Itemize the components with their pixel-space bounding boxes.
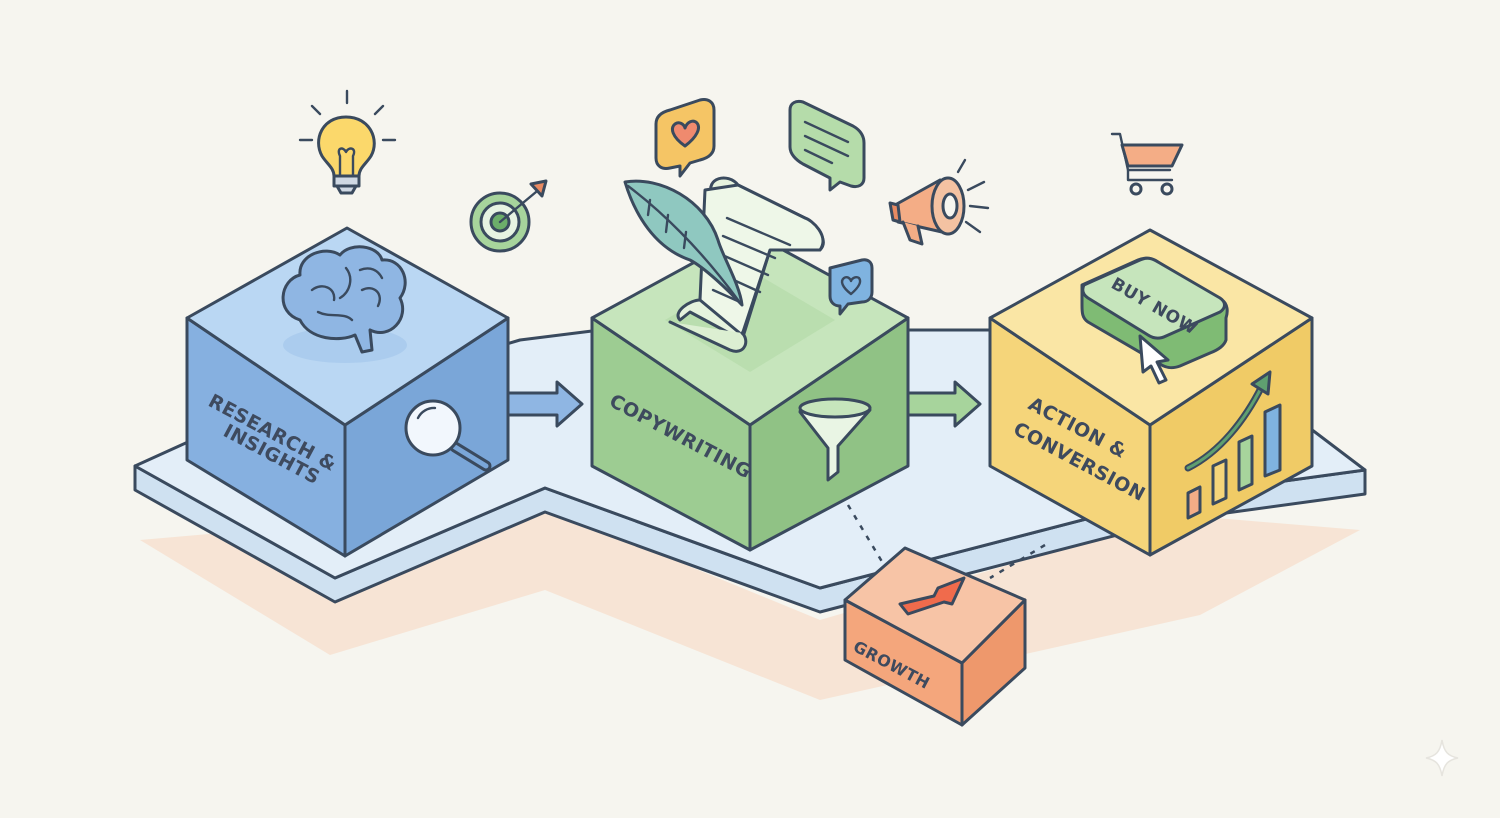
arrow-copy-to-action <box>900 380 982 428</box>
arrow-research-to-copy <box>503 380 584 428</box>
chat-bubble-icon <box>788 99 866 192</box>
magnifier-icon <box>404 399 492 472</box>
growth-connector <box>846 504 1046 580</box>
heart-bubble-small-icon <box>828 258 874 316</box>
brain-icon <box>281 245 407 363</box>
target-icon <box>469 179 548 253</box>
funnel-icon <box>798 397 872 482</box>
quill-icon <box>623 179 744 307</box>
shopping-cart-icon <box>1110 132 1184 196</box>
cursor-icon <box>1138 334 1170 385</box>
lightbulb-icon <box>298 89 397 195</box>
buy-now-button[interactable]: BUY NOW <box>1080 256 1229 370</box>
megaphone-icon <box>888 158 990 246</box>
scroll-icon <box>668 176 825 353</box>
heart-bubble-icon <box>654 98 716 178</box>
growth-arrow-icon <box>898 576 966 616</box>
growth-chart-icon <box>1184 370 1282 520</box>
sparkle-icon <box>1425 739 1459 777</box>
